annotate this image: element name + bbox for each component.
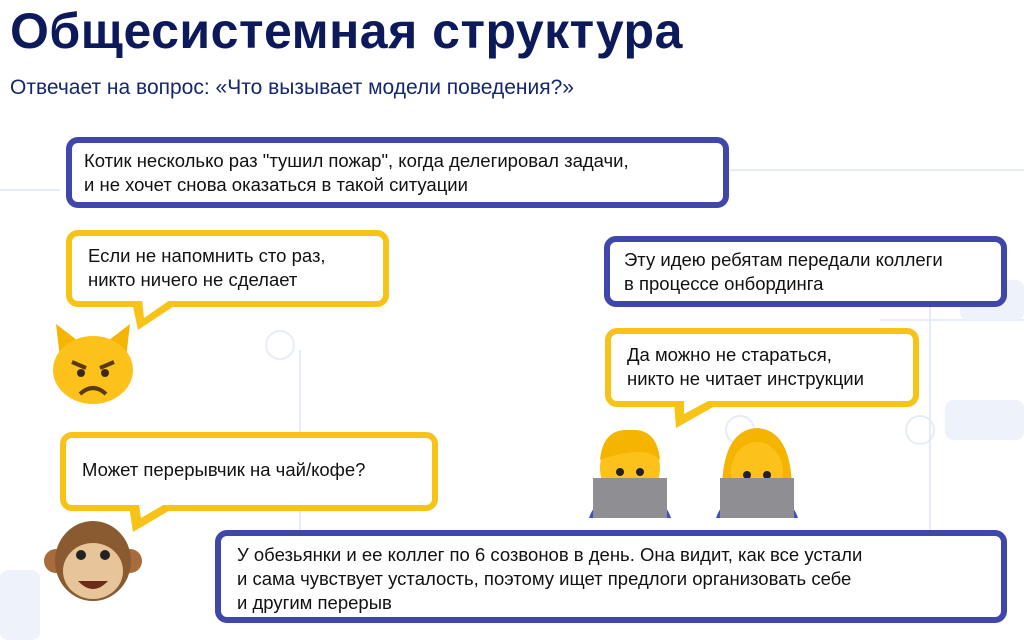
bubble-line: Да можно не стараться, <box>627 344 832 365</box>
page-subtitle: Отвечает на вопрос: «Что вызывает модели… <box>10 76 574 99</box>
man-technologist-icon <box>589 429 671 518</box>
speech-bubble-team: Да можно не стараться, никто не читает и… <box>605 328 919 407</box>
bubble-line: и другим перерыв <box>237 592 392 613</box>
speech-bubble-cat: Если не напомнить сто раз, никто ничего … <box>66 230 389 307</box>
speech-tail <box>129 504 177 532</box>
bubble-line: Эту идею ребятам передали коллеги <box>624 249 943 270</box>
bubble-line: в процессе онбординга <box>624 273 824 294</box>
bubble-line: Может перерывчик на чай/кофе? <box>82 459 366 480</box>
explanation-bubble-team: Эту идею ребятам передали коллеги в проц… <box>604 236 1007 307</box>
page-title: Общесистемная структура <box>10 3 683 59</box>
bubble-line: никто ничего не сделает <box>88 269 298 290</box>
bubble-line: Если не напомнить сто раз, <box>88 245 326 266</box>
explanation-bubble-monkey: У обезьянки и ее коллег по 6 созвонов в … <box>215 530 1007 623</box>
speech-bubble-monkey: Может перерывчик на чай/кофе? <box>60 432 438 511</box>
bubble-line: У обезьянки и ее коллег по 6 созвонов в … <box>237 544 863 565</box>
bubble-line: Котик несколько раз "тушил пожар", когда… <box>84 150 629 171</box>
bubble-line: и не хочет снова оказаться в такой ситуа… <box>84 174 468 195</box>
pouting-cat-icon <box>53 324 133 404</box>
monkey-face-icon <box>44 521 142 601</box>
bubble-line: и сама чувствует усталость, поэтому ищет… <box>237 568 852 589</box>
woman-technologist-icon <box>716 428 798 518</box>
speech-tail <box>674 400 722 428</box>
speech-tail <box>132 300 180 330</box>
bubble-line: никто не читает инструкции <box>627 368 864 389</box>
explanation-bubble-cat: Котик несколько раз "тушил пожар", когда… <box>66 137 729 208</box>
